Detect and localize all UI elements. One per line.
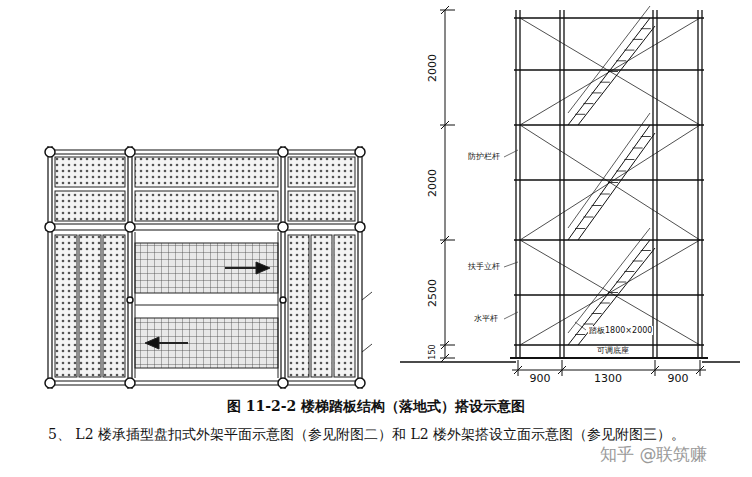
figure-caption: 图 11-2-2 楼梯踏板结构（落地式）搭设示意图 [0, 398, 752, 414]
part-name: 水平杆 [474, 314, 498, 323]
dimension-text: 2500 [427, 279, 440, 307]
dimension-text: 1300 [594, 373, 622, 386]
dimension-lines [400, 6, 740, 376]
elevation-bracing [520, 18, 700, 345]
dimension-text: 900 [530, 373, 551, 386]
plan-ledgers [45, 146, 372, 389]
plan-posts [45, 147, 365, 388]
dimension-text: 2000 [427, 54, 440, 82]
elevation-stairs [568, 6, 655, 345]
plan-stair-flights [135, 232, 278, 378]
part-name: 防护栏杆 [468, 152, 500, 161]
part-name: 踏板1800×2000 [588, 326, 653, 335]
plan-planks [55, 157, 355, 377]
leader-lines [504, 150, 586, 330]
body-paragraph: 5、 L2 楼承插型盘扣式外架平面示意图（参见附图二）和 L2 楼外架搭设立面示… [8, 420, 746, 448]
part-name: 可调底座 [596, 346, 630, 355]
dimension-text: 2000 [427, 169, 440, 197]
elevation-posts [510, 10, 708, 358]
dimension-text: 150 [428, 344, 437, 359]
watermark: 知乎 @联筑赚 [600, 445, 707, 465]
part-name: 扶手立杆 [468, 262, 500, 271]
dimension-text: 900 [668, 373, 689, 386]
